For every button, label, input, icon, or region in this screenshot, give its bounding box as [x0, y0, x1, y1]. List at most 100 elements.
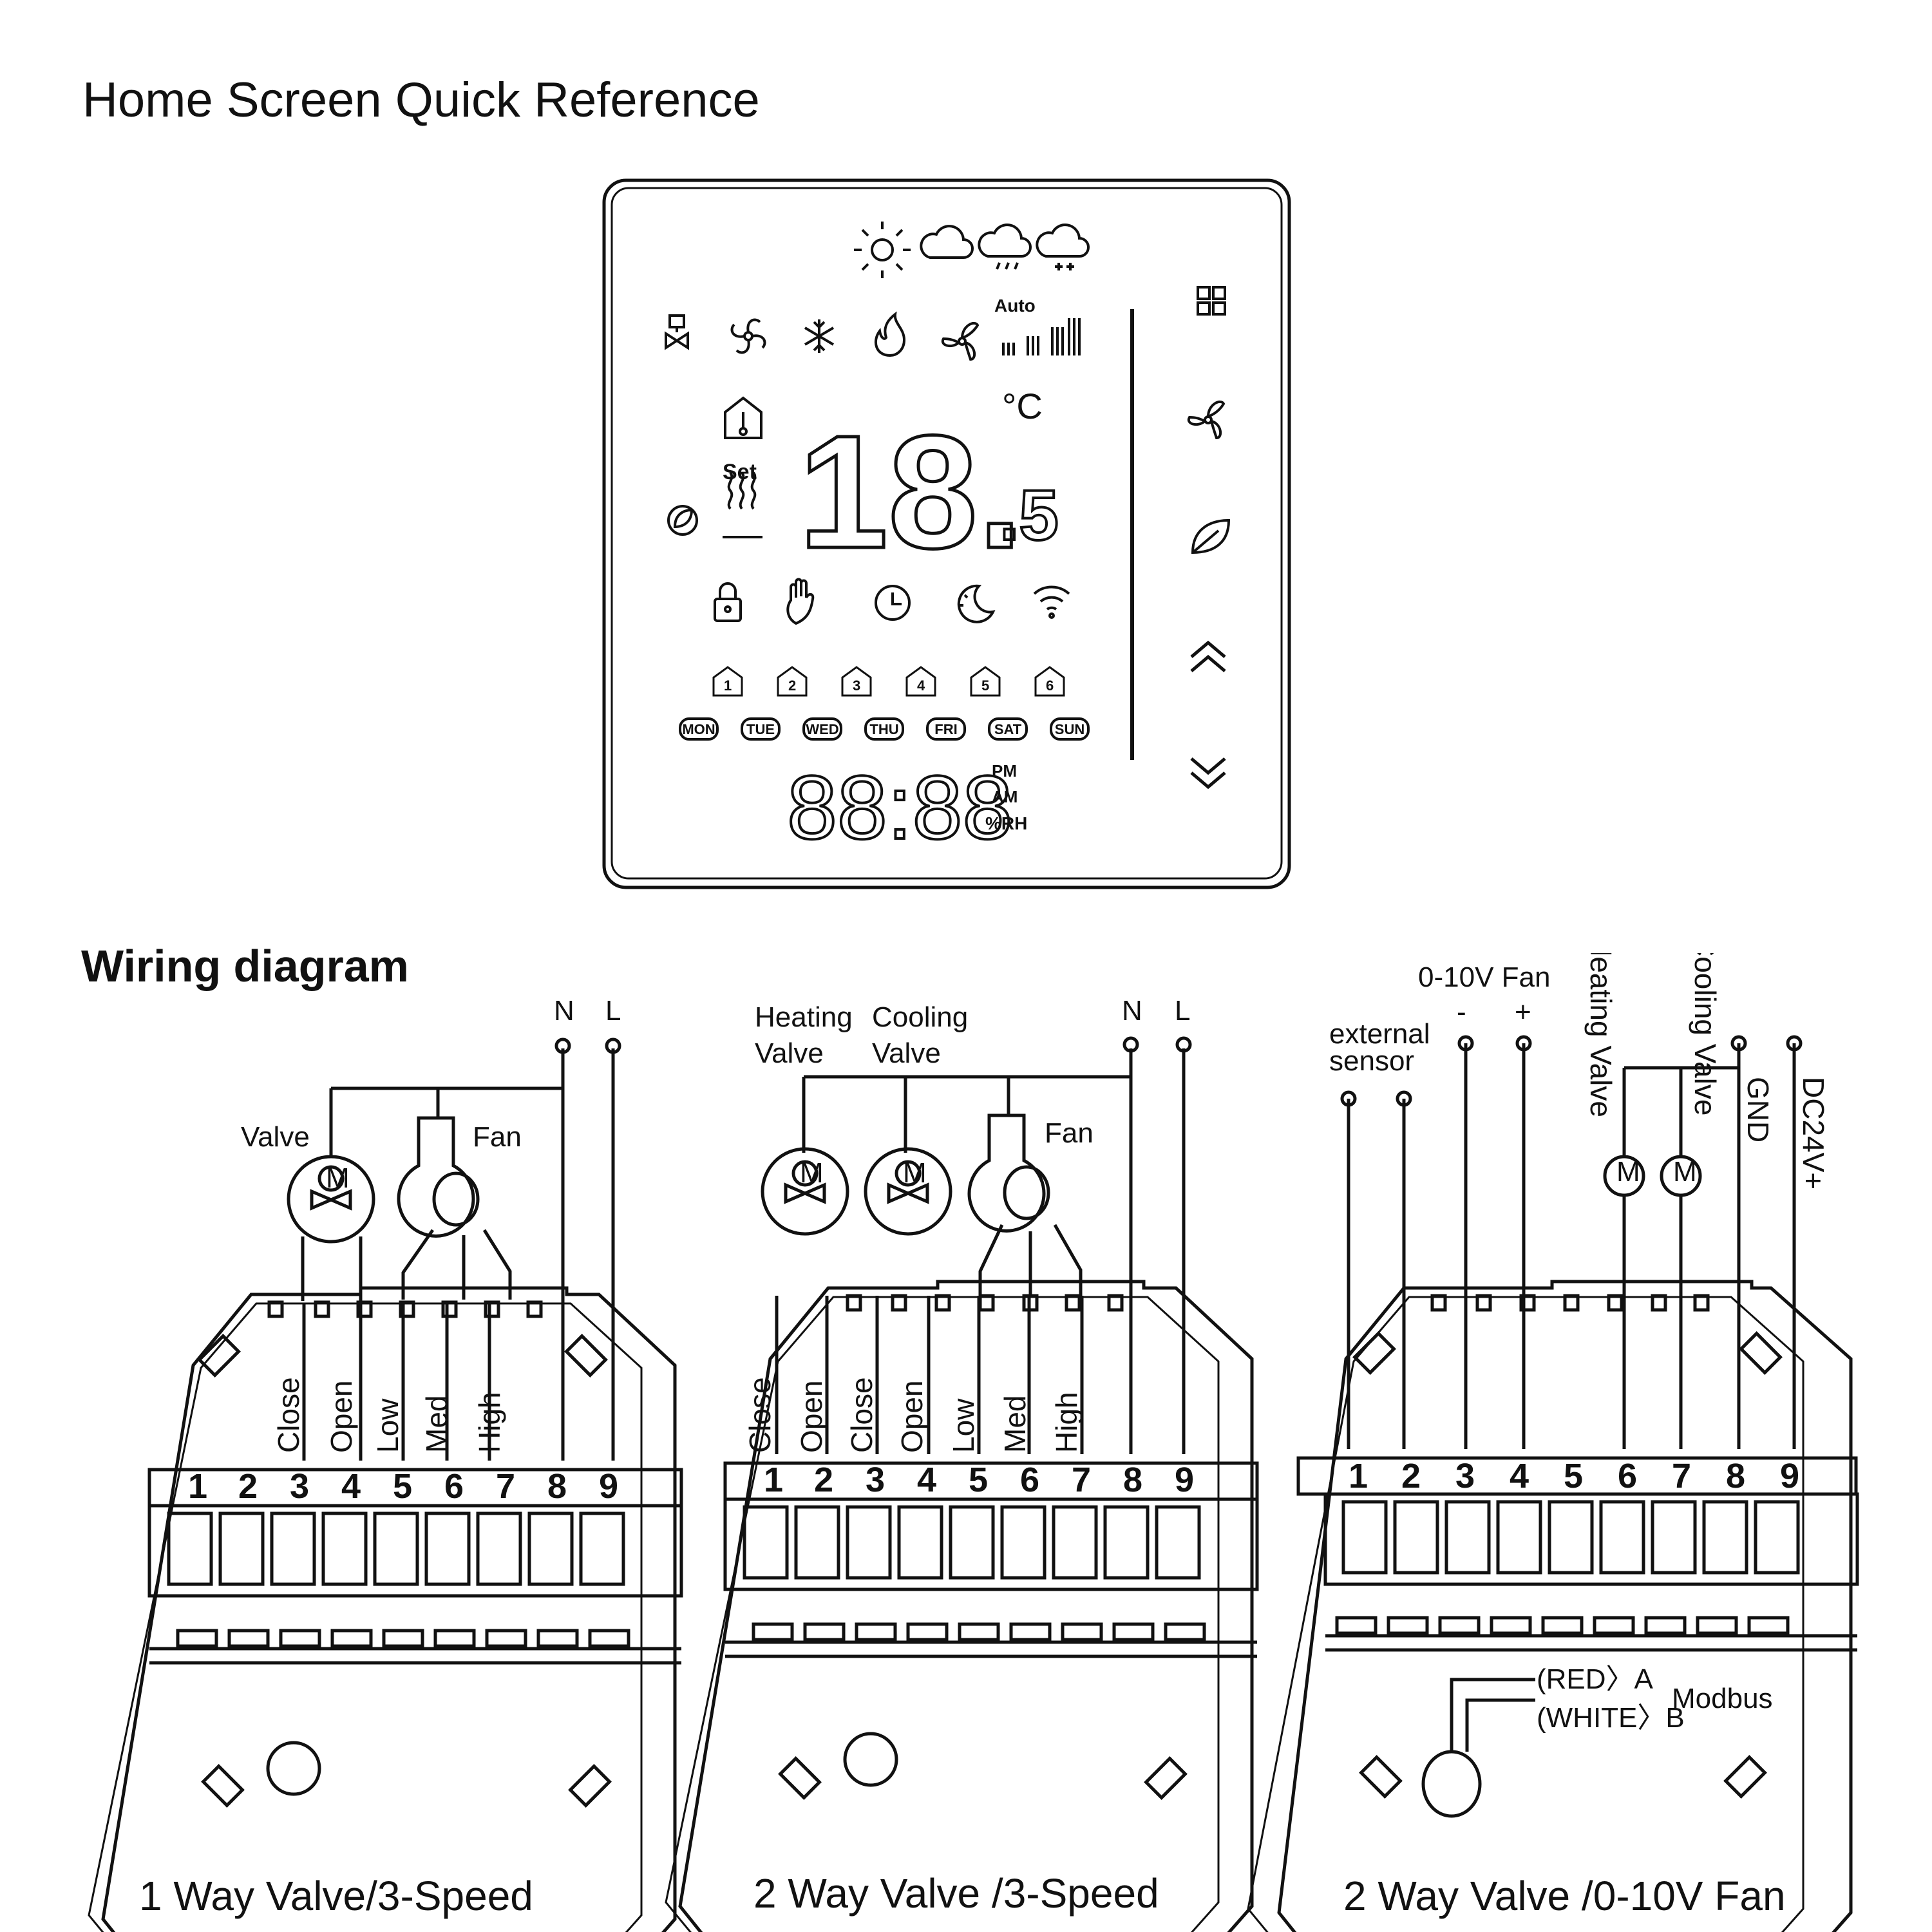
d2-t7: 7	[1072, 1461, 1091, 1499]
menu-icon[interactable]	[1197, 286, 1226, 316]
d2-caption: 2 Way Valve /3-Speed	[753, 1870, 1159, 1917]
fan-icon	[941, 321, 980, 361]
d3-white: (WHITE〉B	[1537, 1702, 1685, 1734]
pm-label: PM	[992, 761, 1017, 781]
d1-low: Low	[371, 1398, 404, 1453]
set-label: Set	[723, 460, 757, 484]
d2-t2: 2	[814, 1461, 833, 1499]
d3-t2: 2	[1401, 1457, 1421, 1495]
day-sat: SAT	[994, 721, 1022, 737]
period-icons	[712, 666, 1065, 697]
main-temp-decimal: .5	[999, 476, 1059, 555]
d2-fan: Fan	[1045, 1117, 1094, 1149]
moon-icon	[957, 584, 996, 623]
period-2: 2	[788, 677, 796, 694]
indoor-temp-icon	[724, 396, 762, 439]
fan-speed-bars	[1002, 318, 1081, 355]
d2-heating-2: Valve	[755, 1037, 824, 1069]
d2-t3: 3	[866, 1461, 885, 1499]
d3-modbus: Modbus	[1672, 1683, 1773, 1714]
chevron-down-icon[interactable]	[1190, 757, 1226, 790]
d3-m1: M	[1616, 1156, 1640, 1188]
d3-red: (RED〉A	[1537, 1663, 1654, 1695]
leaf-icon[interactable]	[1191, 518, 1231, 554]
d2-close-1: Close	[743, 1377, 777, 1453]
d2-cooling-1: Cooling	[872, 1001, 968, 1033]
cloud-icon	[920, 225, 974, 259]
d2-cooling-2: Valve	[872, 1037, 941, 1069]
valve-icon	[665, 314, 689, 350]
d3-t7: 7	[1672, 1457, 1691, 1495]
d1-valve: Valve	[241, 1121, 310, 1153]
auto-label: Auto	[994, 296, 1036, 316]
d1-t7: 7	[496, 1467, 515, 1506]
d2-med: Med	[998, 1396, 1032, 1453]
period-5: 5	[981, 677, 989, 694]
rh-label: %RH	[985, 813, 1027, 833]
d3-caption: 2 Way Valve /0-10V Fan	[1343, 1873, 1786, 1919]
period-1: 1	[724, 677, 732, 694]
d1-t6: 6	[444, 1467, 464, 1506]
d2-t5: 5	[969, 1461, 988, 1499]
diagram-3-labels: 0-10V Fan - + external sensor Heating Va…	[1329, 953, 1830, 1919]
d2-low: Low	[947, 1398, 980, 1453]
d2-l: L	[1175, 995, 1190, 1027]
flame-icon	[874, 311, 906, 357]
d1-t9: 9	[599, 1467, 618, 1506]
d2-t6: 6	[1020, 1461, 1039, 1499]
d3-fan-label: 0-10V Fan	[1418, 961, 1550, 993]
d2-high: High	[1050, 1392, 1083, 1453]
sun-icon	[854, 222, 911, 278]
d1-t3: 3	[290, 1467, 309, 1506]
d1-t1: 1	[188, 1467, 207, 1506]
thermostat-panel: Auto	[602, 178, 1291, 889]
period-4: 4	[917, 677, 925, 694]
wifi-icon	[1033, 585, 1070, 619]
d1-t2: 2	[238, 1467, 258, 1506]
day-wed: WED	[806, 721, 838, 737]
eco-icon	[667, 505, 698, 536]
d1-caption: 1 Way Valve/3-Speed	[139, 1873, 533, 1919]
clock-icon	[875, 585, 911, 621]
d1-t5: 5	[393, 1467, 412, 1506]
snowflake-icon	[804, 319, 835, 353]
d3-gnd: GND	[1741, 1077, 1775, 1142]
page-title: Home Screen Quick Reference	[82, 73, 760, 128]
d1-t4: 4	[341, 1467, 361, 1506]
d3-sensor-2: sensor	[1329, 1045, 1414, 1077]
hand-icon	[786, 578, 815, 625]
d1-open: Open	[325, 1380, 358, 1453]
d3-t6: 6	[1618, 1457, 1637, 1495]
d2-t9: 9	[1175, 1461, 1194, 1499]
d3-t5: 5	[1564, 1457, 1583, 1495]
d3-dc: DC24V+	[1797, 1077, 1830, 1189]
day-tue: TUE	[746, 721, 775, 737]
snow-cloud-icon	[1036, 223, 1090, 270]
d1-fan: Fan	[473, 1121, 522, 1153]
d3-t8: 8	[1726, 1457, 1745, 1495]
day-thu: THU	[869, 721, 898, 737]
d3-t3: 3	[1455, 1457, 1475, 1495]
diagram-1	[88, 1037, 683, 1932]
wiring-diagrams: N L Valve Fan M Close Open Low Med High …	[88, 953, 1859, 1932]
fan-blade-icon	[730, 318, 766, 354]
chevron-up-icon[interactable]	[1190, 640, 1226, 672]
diagram-2	[665, 1036, 1259, 1932]
d3-heating: Heating Valve	[1584, 953, 1618, 1117]
d2-m2: M	[903, 1157, 927, 1189]
period-3: 3	[853, 677, 860, 694]
d3-t9: 9	[1780, 1457, 1799, 1495]
wiring-title: Wiring diagram	[81, 941, 409, 991]
floor-heat-icon	[723, 471, 762, 538]
d1-med: Med	[420, 1396, 453, 1453]
d2-n: N	[1122, 995, 1142, 1027]
d2-open-2: Open	[895, 1380, 929, 1453]
d2-open-1: Open	[795, 1380, 828, 1453]
fan-button-icon[interactable]	[1187, 400, 1226, 440]
day-fri: FRI	[934, 721, 957, 737]
diagram-3	[1247, 1035, 1859, 1932]
main-temp-digits: 18.	[799, 402, 1023, 582]
d2-heating-1: Heating	[755, 1001, 853, 1033]
d2-close-2: Close	[845, 1377, 878, 1453]
d3-t1: 1	[1349, 1457, 1368, 1495]
